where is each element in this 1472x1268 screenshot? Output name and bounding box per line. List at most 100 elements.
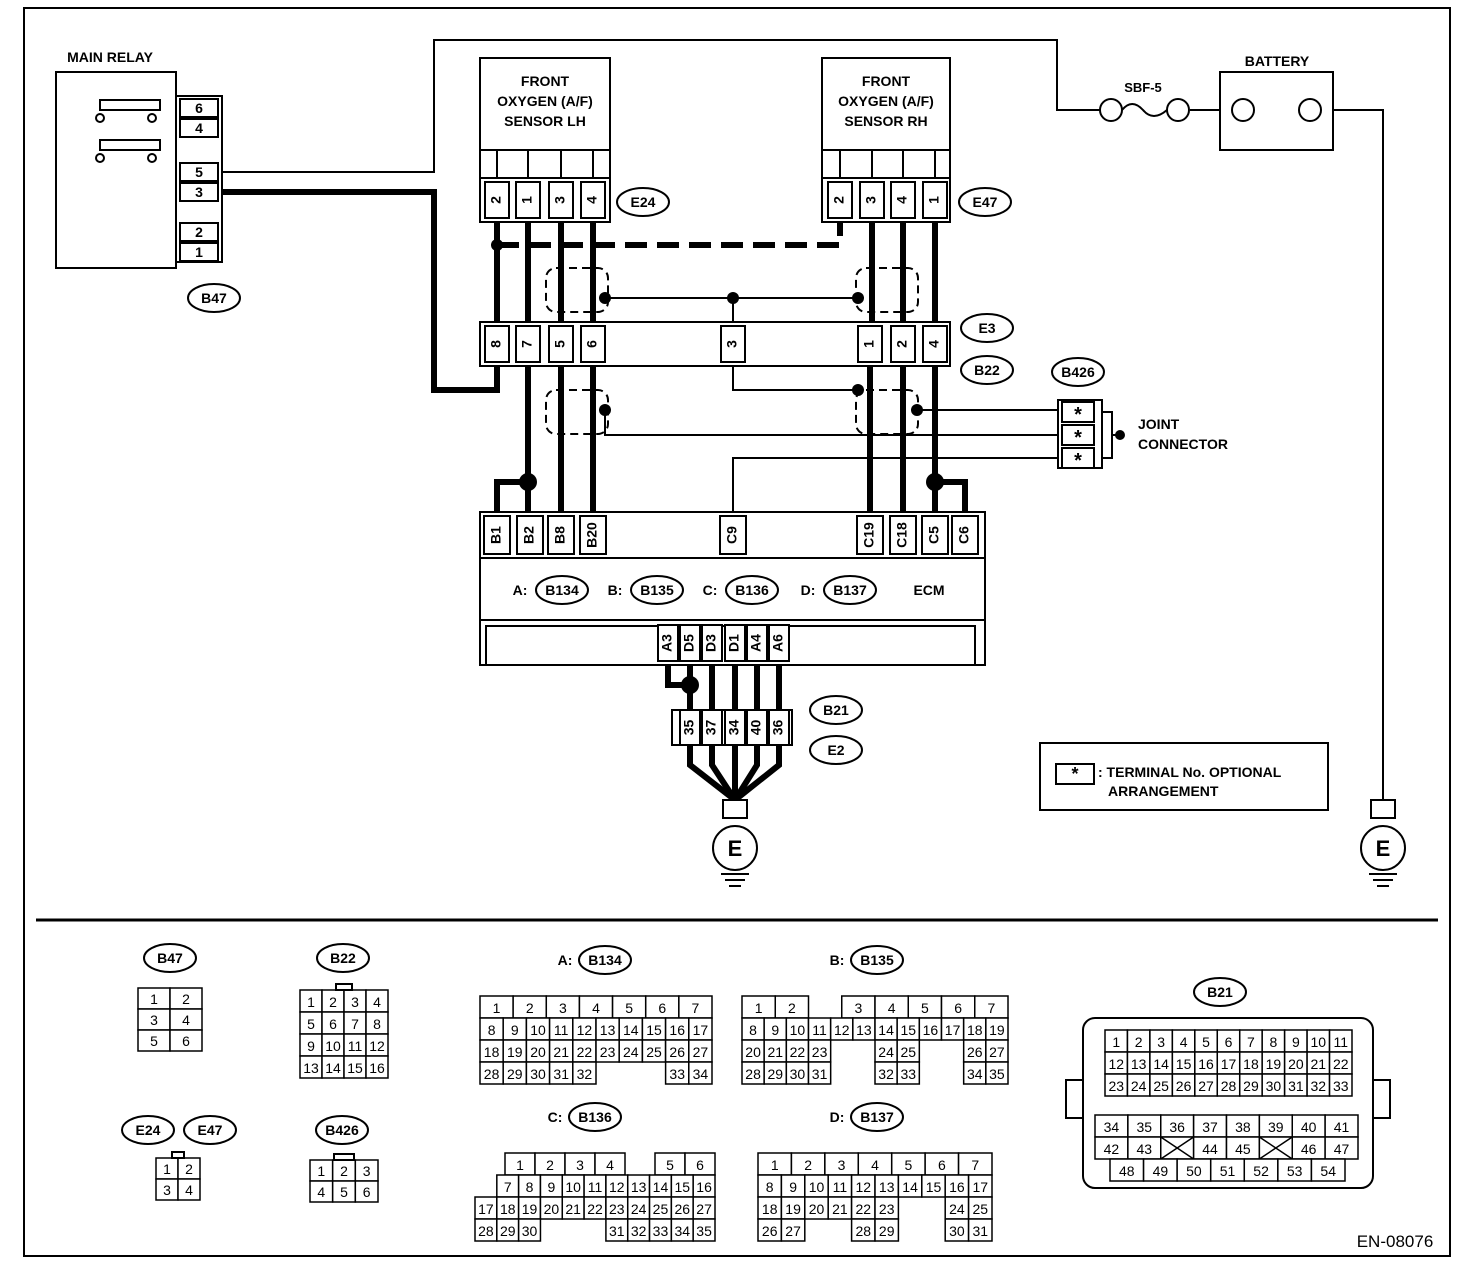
joint-pin bbox=[1061, 447, 1095, 469]
terminal-number: 4 bbox=[182, 1012, 190, 1028]
relay-contact-icon bbox=[147, 113, 157, 123]
terminal-number: 2 bbox=[340, 1163, 348, 1179]
connector-view-b21-tag-label: B21 bbox=[1207, 984, 1233, 1000]
legend-box bbox=[1039, 742, 1329, 811]
b22-tag bbox=[960, 355, 1014, 385]
b21-e2-pin-label: 35 bbox=[681, 720, 697, 736]
terminal-cell bbox=[365, 1055, 389, 1079]
e24-tag-label: E24 bbox=[631, 194, 656, 210]
terminal-number: 53 bbox=[1287, 1163, 1303, 1179]
relay-contact-icon bbox=[95, 153, 105, 163]
terminal-number: 14 bbox=[1153, 1056, 1169, 1072]
terminal-number: 33 bbox=[900, 1066, 916, 1082]
terminal-number: 12 bbox=[369, 1038, 385, 1054]
relay-terminal-label: 6 bbox=[195, 100, 203, 116]
terminal-number: 43 bbox=[1137, 1141, 1153, 1157]
connector-view-b135-prefix: B: bbox=[830, 952, 845, 968]
connector-view-b134-tag-label: B134 bbox=[588, 952, 622, 968]
terminal-number: 27 bbox=[696, 1201, 712, 1217]
terminal-cell bbox=[572, 1061, 597, 1085]
ground-circle bbox=[1360, 825, 1406, 871]
e47-pin-label: 1 bbox=[926, 196, 942, 204]
terminal-number: 7 bbox=[504, 1179, 512, 1195]
ecm-bottom-pin-label: A6 bbox=[770, 634, 786, 652]
terminal-number: 9 bbox=[307, 1038, 315, 1054]
ground-terminal bbox=[722, 799, 748, 819]
terminal-number: 11 bbox=[812, 1022, 827, 1038]
wire bbox=[479, 150, 951, 179]
terminal-cell bbox=[985, 1061, 1009, 1085]
terminal-number: 4 bbox=[888, 1000, 896, 1016]
wire-heater-feed bbox=[497, 222, 843, 248]
connector-view-b136-tag bbox=[568, 1102, 622, 1132]
relay-terminal bbox=[179, 182, 219, 202]
wire bbox=[732, 457, 1060, 512]
terminal-number: 2 bbox=[526, 1000, 534, 1016]
terminal-number: 29 bbox=[500, 1223, 516, 1239]
e47-tag bbox=[958, 187, 1012, 217]
ground-label: E bbox=[728, 836, 743, 861]
terminal-number: 7 bbox=[1247, 1034, 1255, 1050]
terminal-number: 2 bbox=[329, 994, 337, 1010]
terminal-number: 13 bbox=[879, 1179, 895, 1195]
e24-pin bbox=[484, 181, 510, 219]
ecm-top-pin-label: C9 bbox=[724, 526, 740, 544]
terminal-number: 52 bbox=[1253, 1163, 1269, 1179]
terminal-number: 21 bbox=[832, 1201, 848, 1217]
connector-view-b47-tag bbox=[143, 943, 197, 973]
wire bbox=[494, 479, 528, 512]
connector-view-e24-tag-label: E24 bbox=[136, 1122, 161, 1138]
terminal-number: 1 bbox=[771, 1157, 779, 1173]
legend-symbol-box bbox=[1055, 763, 1095, 785]
joint-connector-label-2: CONNECTOR bbox=[1138, 436, 1228, 452]
terminal-number: 5 bbox=[921, 1000, 929, 1016]
relay-terminal bbox=[179, 242, 219, 262]
terminal-number: 17 bbox=[945, 1022, 961, 1038]
terminal-number: 28 bbox=[856, 1223, 872, 1239]
terminal-number: 15 bbox=[900, 1022, 916, 1038]
relay-terminal-label: 3 bbox=[195, 184, 203, 200]
terminal-number: 7 bbox=[971, 1157, 979, 1173]
terminal-number: 6 bbox=[938, 1157, 946, 1173]
terminal-number: 20 bbox=[1288, 1056, 1304, 1072]
terminal-number: 15 bbox=[674, 1179, 690, 1195]
terminal-number: 2 bbox=[546, 1157, 554, 1173]
relay-terminal bbox=[179, 118, 219, 138]
e24-pin-label: 1 bbox=[519, 196, 535, 204]
terminal-number: 2 bbox=[804, 1157, 812, 1173]
b21-e2-pin bbox=[768, 709, 790, 746]
ecm-b135-tag bbox=[630, 575, 684, 605]
terminal-number: 30 bbox=[1266, 1078, 1282, 1094]
ecm-bottom-pin-label: D5 bbox=[681, 634, 697, 652]
terminal-number: 14 bbox=[653, 1179, 669, 1195]
terminal-number: 49 bbox=[1153, 1163, 1169, 1179]
terminal-number: 9 bbox=[771, 1022, 779, 1038]
shield-symbol bbox=[545, 267, 609, 313]
terminal-number: 47 bbox=[1334, 1141, 1350, 1157]
terminal-number: 18 bbox=[1243, 1056, 1259, 1072]
wire bbox=[709, 745, 738, 802]
e3-b22-pin bbox=[890, 325, 916, 363]
terminal-number: 9 bbox=[547, 1179, 555, 1195]
terminal-cell bbox=[688, 1061, 713, 1085]
b21-e2-pin-label: 34 bbox=[726, 720, 742, 736]
terminal-cell bbox=[874, 1218, 900, 1242]
terminal-number: 2 bbox=[788, 1000, 796, 1016]
terminal-number: 24 bbox=[949, 1201, 965, 1217]
terminal-number: 16 bbox=[949, 1179, 965, 1195]
e47-pin bbox=[859, 181, 885, 219]
ecm-top-pin-label: B20 bbox=[584, 522, 600, 548]
b426-key bbox=[333, 1153, 355, 1161]
e3-b22-pin-label: 2 bbox=[894, 340, 910, 348]
terminal-number: 8 bbox=[1270, 1034, 1278, 1050]
terminal-number: 30 bbox=[522, 1223, 538, 1239]
terminal-number: 32 bbox=[631, 1223, 647, 1239]
ecm-top-pin bbox=[516, 515, 544, 555]
terminal-number: 31 bbox=[1288, 1078, 1304, 1094]
terminal-number: 19 bbox=[1266, 1056, 1282, 1072]
terminal-number: 39 bbox=[1268, 1119, 1284, 1135]
e3-b22-pin-label: 4 bbox=[926, 340, 942, 348]
terminal-number: 4 bbox=[592, 1000, 600, 1016]
